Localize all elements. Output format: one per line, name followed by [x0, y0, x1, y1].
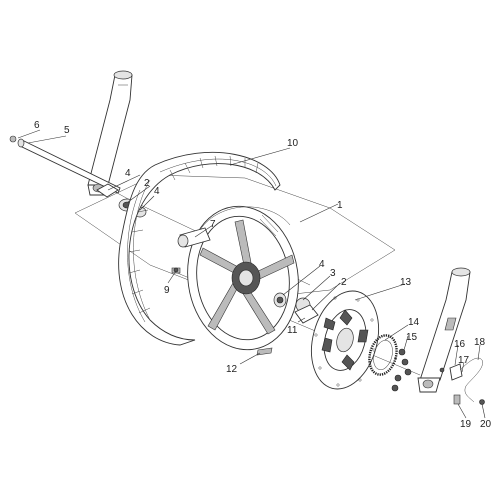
tyre-valve — [171, 267, 181, 274]
abs-sensor-assembly — [439, 357, 485, 405]
callout-11: 11 — [287, 325, 298, 336]
callout-15: 15 — [406, 332, 418, 343]
callout-20: 20 — [480, 419, 492, 430]
axle-nut — [9, 135, 17, 143]
front-axle — [9, 135, 121, 194]
disc-screws — [391, 348, 412, 392]
callout-4-right: 4 — [319, 259, 325, 270]
callout-10: 10 — [287, 138, 299, 149]
callout-3: 3 — [330, 268, 336, 279]
abs-tone-wheel — [368, 334, 398, 376]
right-fork-leg — [417, 267, 471, 393]
brake-disc — [311, 290, 379, 390]
callout-5: 7 — [210, 219, 216, 230]
callout-16: 16 — [454, 339, 466, 350]
inner-spacer — [177, 227, 211, 248]
callout-4-left: 4 — [154, 186, 160, 197]
callout-2-right: 2 — [341, 277, 347, 288]
callout-14: 14 — [408, 317, 420, 328]
wheel-rim — [187, 205, 299, 351]
rim-text-marks — [259, 214, 279, 237]
leader-lines — [17, 129, 486, 419]
callout-8: 6 — [34, 120, 40, 131]
callout-2-left: 2 — [144, 178, 150, 189]
callout-1: 1 — [337, 200, 343, 211]
callout-17: 17 — [458, 355, 470, 366]
callout-6: 4 — [125, 168, 131, 179]
callout-9: 9 — [164, 285, 170, 296]
part-callouts: 6 5 4 2 4 10 1 7 9 4 3 2 11 12 13 14 15 … — [34, 120, 492, 430]
tyre — [118, 152, 281, 346]
callout-7: 5 — [64, 125, 70, 136]
callout-19: 19 — [460, 419, 472, 430]
rim-spokes — [199, 219, 295, 335]
callout-13: 13 — [400, 277, 412, 288]
callout-18: 18 — [474, 337, 486, 348]
callout-12: 12 — [226, 364, 238, 375]
balance-weight — [256, 347, 273, 356]
